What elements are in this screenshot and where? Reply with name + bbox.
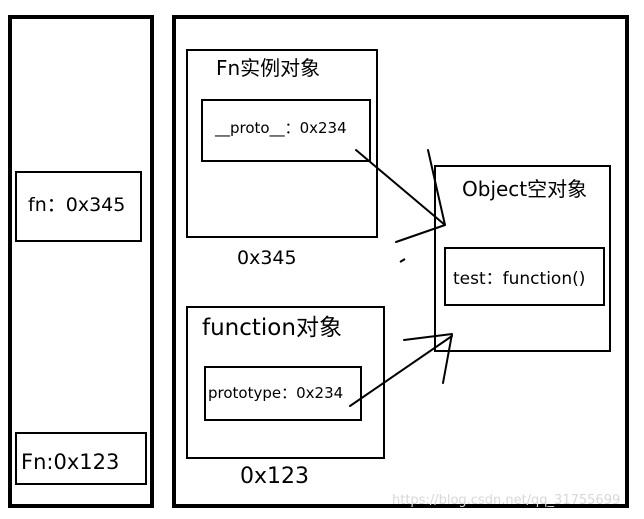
proto-arrowhead xyxy=(395,149,446,243)
proto-field-box xyxy=(201,99,371,162)
stack-panel xyxy=(8,15,154,508)
test-field-box xyxy=(444,247,605,306)
prototype-field-label: prototype：0x234 xyxy=(208,384,344,402)
fn-variable-box xyxy=(15,171,142,242)
test-field-label: test：function() xyxy=(453,269,586,289)
proto-field-label: __proto__：0x234 xyxy=(215,119,347,137)
function-object-title: function对象 xyxy=(202,315,342,341)
Fn-variable-box xyxy=(15,432,147,485)
fn-instance-address: 0x345 xyxy=(237,247,297,269)
prototype-arrowhead xyxy=(403,333,453,384)
function-object-address: 0x123 xyxy=(240,464,310,489)
fn-instance-object-title: Fn实例对象 xyxy=(216,56,321,80)
fn-variable-label: fn：0x345 xyxy=(28,194,126,216)
proto-to-object-arrow xyxy=(355,149,446,226)
object-empty-object-title: Object空对象 xyxy=(462,177,588,201)
prototype-to-object-arrow xyxy=(349,335,453,407)
Fn-variable-label: Fn:0x123 xyxy=(21,450,120,474)
watermark-text: https://blog.csdn.net/qq_31755699 xyxy=(392,493,621,508)
prototype-field-box xyxy=(204,366,362,421)
stray-mark xyxy=(399,258,406,263)
